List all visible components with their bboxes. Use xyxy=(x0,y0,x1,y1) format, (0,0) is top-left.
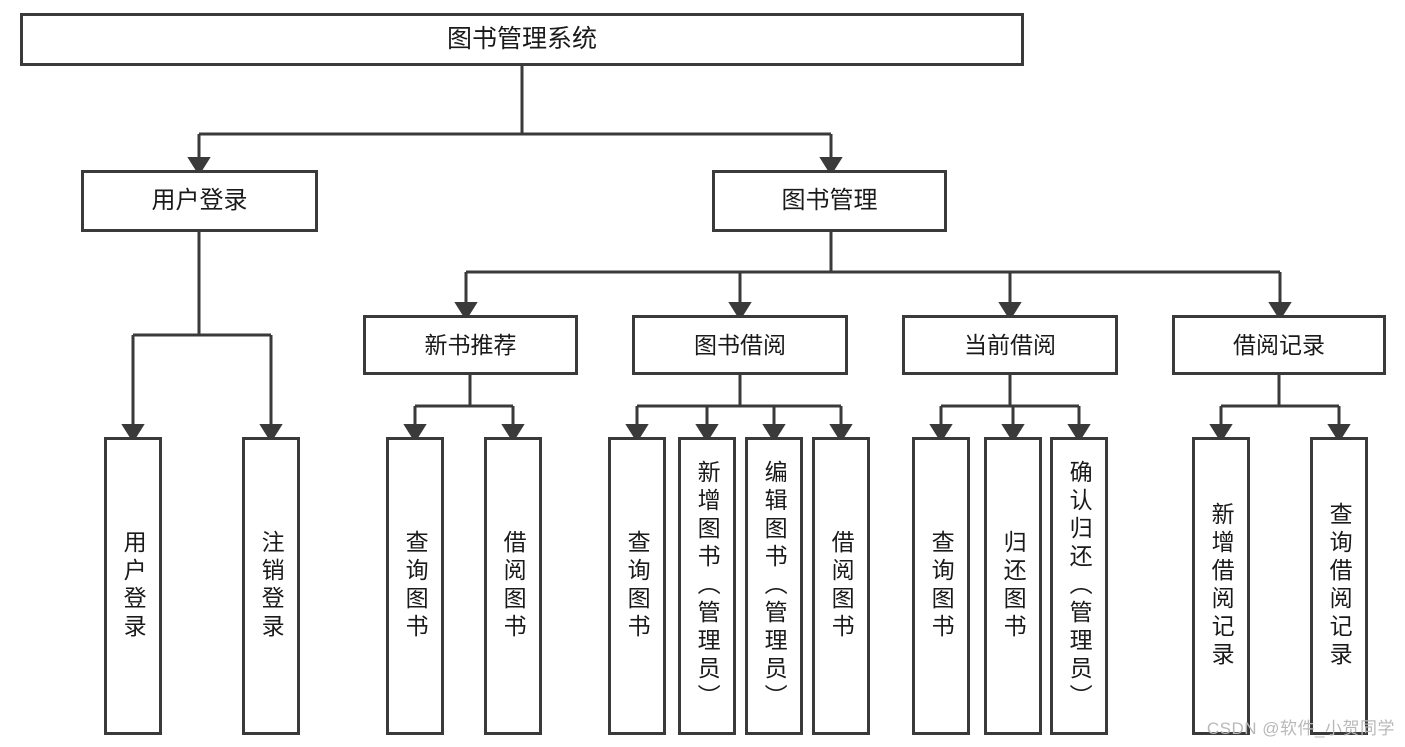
leaf-query-book-borrow[interactable]: 查询图书 xyxy=(608,437,666,735)
leaf-borrow-book-recommend[interactable]: 借阅图书 xyxy=(484,437,542,735)
leaf-user-login-label: 用户登录 xyxy=(120,530,147,642)
leaf-borrow-book[interactable]: 借阅图书 xyxy=(812,437,870,735)
leaf-query-book-recommend-label: 查询图书 xyxy=(402,530,429,642)
leaf-add-book-admin-label: 新增图书（管理员） xyxy=(694,460,721,712)
node-user-login-label: 用户登录 xyxy=(151,187,248,214)
leaf-borrow-book-label: 借阅图书 xyxy=(828,530,855,642)
leaf-return-book[interactable]: 归还图书 xyxy=(984,437,1042,735)
node-book-management-label: 图书管理 xyxy=(781,187,878,214)
leaf-add-borrow-record[interactable]: 新增借阅记录 xyxy=(1192,437,1250,735)
node-root-label: 图书管理系统 xyxy=(446,25,597,53)
leaf-user-logout-label: 注销登录 xyxy=(258,530,285,642)
leaf-user-logout[interactable]: 注销登录 xyxy=(242,437,300,735)
leaf-user-login[interactable]: 用户登录 xyxy=(104,437,162,735)
leaf-edit-book-admin-label: 编辑图书（管理员） xyxy=(761,460,788,712)
leaf-query-book-recommend[interactable]: 查询图书 xyxy=(386,437,444,735)
node-current-borrow-label: 当前借阅 xyxy=(964,331,1056,358)
node-book-borrow-label: 图书借阅 xyxy=(694,331,786,358)
leaf-borrow-book-recommend-label: 借阅图书 xyxy=(500,530,527,642)
node-book-borrow[interactable]: 图书借阅 xyxy=(632,315,848,375)
node-root[interactable]: 图书管理系统 xyxy=(20,13,1024,66)
leaf-query-book-borrow-label: 查询图书 xyxy=(624,530,651,642)
node-current-borrow[interactable]: 当前借阅 xyxy=(902,315,1118,375)
node-user-login[interactable]: 用户登录 xyxy=(81,170,318,232)
node-new-book-recommend[interactable]: 新书推荐 xyxy=(363,315,578,375)
node-new-book-recommend-label: 新书推荐 xyxy=(424,331,517,358)
leaf-edit-book-admin[interactable]: 编辑图书（管理员） xyxy=(745,437,803,735)
leaf-add-borrow-record-label: 新增借阅记录 xyxy=(1208,502,1235,670)
node-borrow-record-label: 借阅记录 xyxy=(1233,331,1325,358)
leaf-query-book-current-label: 查询图书 xyxy=(928,530,955,642)
node-borrow-record[interactable]: 借阅记录 xyxy=(1172,315,1386,375)
leaf-confirm-return-admin-label: 确认归还（管理员） xyxy=(1066,460,1093,712)
leaf-return-book-label: 归还图书 xyxy=(1000,530,1027,642)
leaf-query-borrow-record[interactable]: 查询借阅记录 xyxy=(1310,437,1368,735)
leaf-confirm-return-admin[interactable]: 确认归还（管理员） xyxy=(1050,437,1108,735)
watermark: CSDN @软件_小贺同学 xyxy=(1206,719,1395,738)
node-book-management[interactable]: 图书管理 xyxy=(712,170,947,232)
leaf-add-book-admin[interactable]: 新增图书（管理员） xyxy=(678,437,736,735)
leaf-query-borrow-record-label: 查询借阅记录 xyxy=(1326,502,1353,670)
leaf-query-book-current[interactable]: 查询图书 xyxy=(912,437,970,735)
